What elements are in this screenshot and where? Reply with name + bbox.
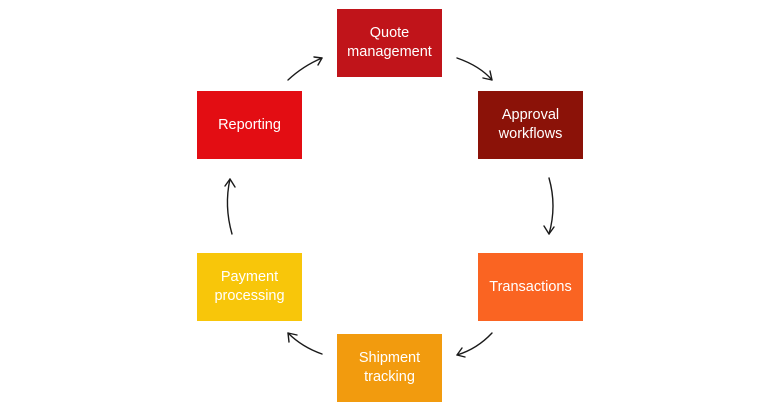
node-shipment-tracking: Shipment tracking [337,334,442,402]
node-label: Transactions [489,278,572,295]
arrow-quote-to-approval [456,57,493,81]
arrow-payment-to-reporting [224,178,236,235]
node-approval-workflows: Approval workflows [478,91,583,159]
node-label: Approval workflows [498,107,563,142]
node-reporting: Reporting [197,91,302,159]
node-payment-processing: Payment processing [197,253,302,321]
arrow-transactions-to-shipment [456,332,493,358]
arrow-reporting-to-quote [287,56,323,81]
node-quote-management: Quote management [337,9,442,77]
node-label: Shipment tracking [358,350,421,385]
node-label: Payment processing [214,269,285,304]
arrow-shipment-to-payment [287,332,323,355]
arrow-approval-to-transactions [543,177,555,235]
node-label: Quote management [347,25,432,60]
node-label: Reporting [218,116,281,133]
node-transactions: Transactions [478,253,583,321]
